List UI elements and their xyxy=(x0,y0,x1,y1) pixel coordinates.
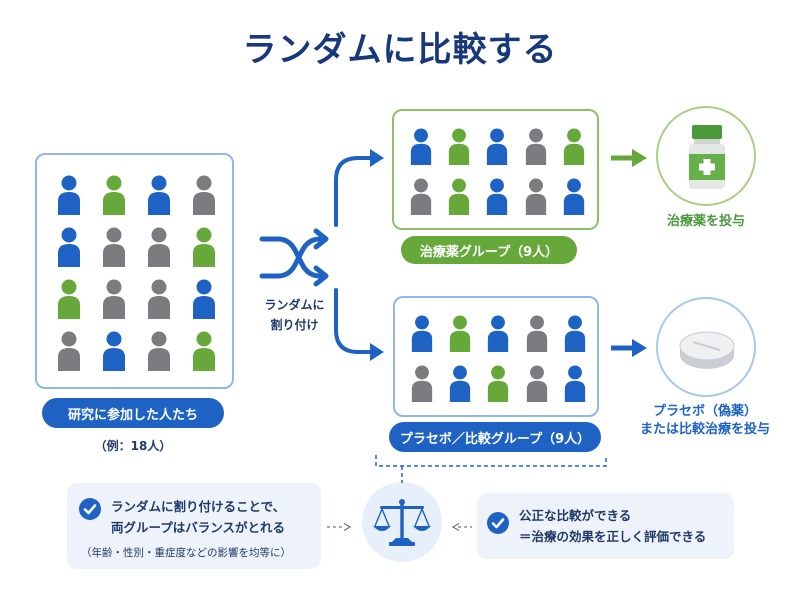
placebo-group-label: プラセボ／比較グループ（9人） xyxy=(389,422,601,452)
person-icon xyxy=(479,359,517,410)
fair-comparison-card: 公正な比較ができる ＝治療の効果を正しく評価できる xyxy=(477,493,734,559)
placebo-group-grid xyxy=(395,298,602,419)
medicine-bottle-icon xyxy=(689,125,725,189)
placebo-result-label: プラセボ（偽薬） または比較治療を投与 xyxy=(620,403,790,439)
person-icon xyxy=(403,359,441,410)
placebo-result-line2: または比較治療を投与 xyxy=(639,422,770,437)
dashed-bracket xyxy=(375,455,607,483)
branch-arrow-down xyxy=(334,288,374,354)
pill-tablet-icon xyxy=(679,331,735,369)
participants-label: 研究に参加した人たち xyxy=(42,398,224,428)
randomize-label-line1: ランダムに xyxy=(264,298,325,312)
shuffle-icon xyxy=(259,228,329,287)
branch-arrow-up-head xyxy=(370,149,384,167)
person-icon xyxy=(518,359,556,410)
person-icon xyxy=(181,221,226,273)
person-icon xyxy=(402,172,440,223)
person-icon xyxy=(517,121,555,172)
person-icon xyxy=(556,359,594,410)
branch-arrow-up xyxy=(334,156,374,227)
person-icon xyxy=(478,121,516,172)
medicine-bottle-circle xyxy=(656,106,756,206)
treatment-group-panel xyxy=(392,109,599,230)
treatment-result-label: 治療薬を投与 xyxy=(666,214,745,229)
balance-line2: 両グループはバランスがとれる xyxy=(111,520,286,535)
person-icon xyxy=(47,221,92,273)
person-icon xyxy=(518,308,556,359)
placebo-result-arrow-head xyxy=(632,339,647,357)
person-icon xyxy=(137,221,182,273)
check-icon xyxy=(79,498,101,520)
branch-arrow-down-head xyxy=(370,343,384,361)
person-icon xyxy=(181,169,226,221)
person-icon xyxy=(92,169,137,221)
person-icon xyxy=(137,325,182,377)
randomize-label: ランダムに 割り付け xyxy=(247,295,342,335)
person-icon xyxy=(92,325,137,377)
pill-tablet-circle xyxy=(656,297,756,397)
participants-grid xyxy=(37,155,236,391)
participants-panel xyxy=(35,153,234,389)
person-icon xyxy=(137,273,182,325)
person-icon xyxy=(47,273,92,325)
person-icon xyxy=(441,308,479,359)
placebo-result-line1: プラセボ（偽薬） xyxy=(652,404,757,419)
person-icon xyxy=(47,325,92,377)
treatment-group-grid xyxy=(394,111,601,232)
person-icon xyxy=(555,172,593,223)
person-icon xyxy=(402,121,440,172)
person-icon xyxy=(403,308,441,359)
person-icon xyxy=(181,273,226,325)
person-icon xyxy=(556,308,594,359)
randomize-label-line2: 割り付け xyxy=(270,318,319,332)
person-icon xyxy=(137,169,182,221)
person-icon xyxy=(440,172,478,223)
treatment-result-arrow-head xyxy=(632,149,647,167)
person-icon xyxy=(555,121,593,172)
person-icon xyxy=(440,121,478,172)
person-icon xyxy=(479,308,517,359)
balance-line1: ランダムに割り付けることで、 xyxy=(111,499,286,514)
person-icon xyxy=(181,325,226,377)
balance-explanation-card: ランダムに割り付けることで、 両グループはバランスがとれる （年齢・性別・重症度… xyxy=(67,483,321,569)
fair-line1: 公正な比較ができる xyxy=(519,508,632,523)
person-icon xyxy=(478,172,516,223)
treatment-group-label: 治療薬グループ（9人） xyxy=(401,236,577,264)
check-icon xyxy=(487,512,509,534)
person-icon xyxy=(441,359,479,410)
page-title: ランダムに比較する xyxy=(242,30,558,70)
person-icon xyxy=(47,169,92,221)
participants-note: （例：18人） xyxy=(94,439,172,453)
balance-sub: （年齢・性別・重症度などの影響を均等に） xyxy=(81,547,291,559)
balance-scale-circle xyxy=(362,482,442,562)
placebo-group-panel xyxy=(393,296,599,417)
person-icon xyxy=(92,273,137,325)
fair-line2: ＝治療の効果を正しく評価できる xyxy=(519,529,707,544)
balance-scale-icon xyxy=(373,499,431,546)
person-icon xyxy=(92,221,137,273)
person-icon xyxy=(517,172,555,223)
